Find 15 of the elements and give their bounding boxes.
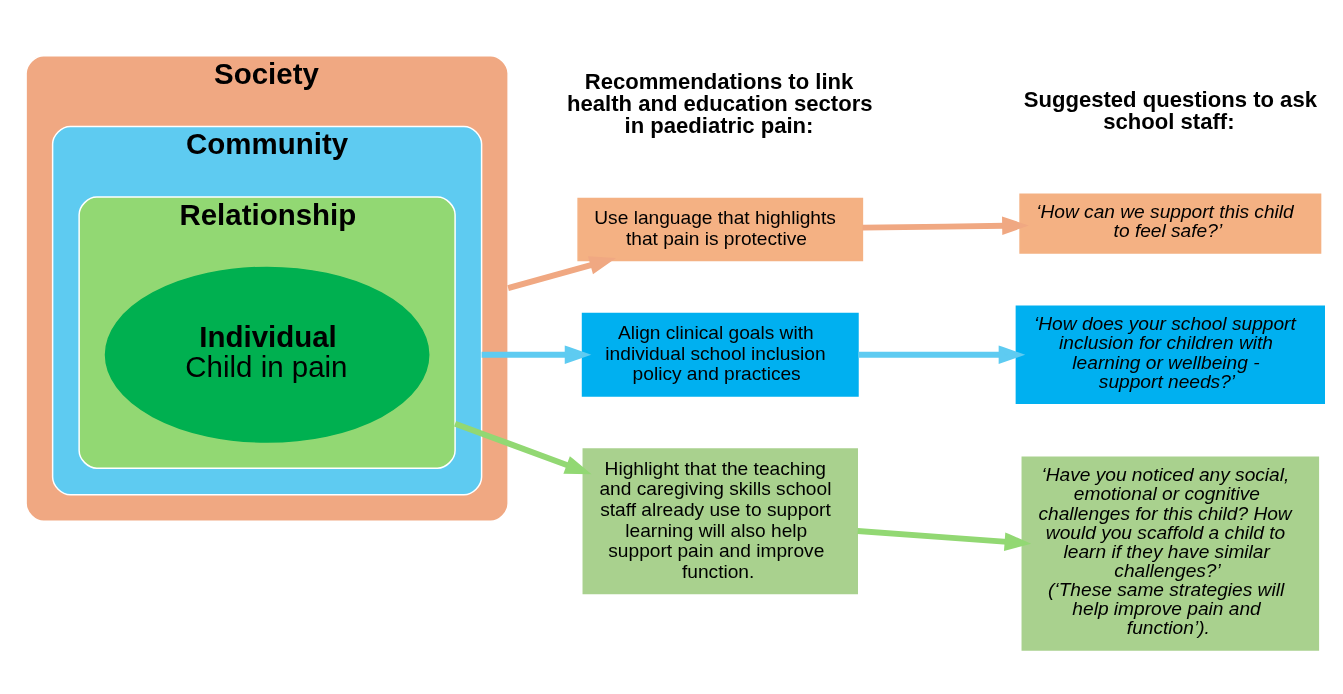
label: Recommendations to link health and education sectors in paediatric pain: [567,68,873,139]
node-box: Align clinical goals with individual school inclusion policy and practices [581,312,859,397]
arrow [858,345,1026,365]
node-box: ‘How can we support this child to feel safe?’ [1019,193,1322,254]
arrow [507,256,617,291]
arrow [862,216,1029,236]
label: Suggested questions to ask school staff: [1023,87,1317,135]
arrow [481,345,592,365]
arrow [857,528,1032,551]
node-box: ‘Have you noticed any social, emotional or cognitive challenges for this child? How would you scaffold a child to learn if they have similar challenges?’ (‘These same strategies will help improve pain and function’). [1021,456,1320,651]
node-ellipse: Individual Child in pain [104,266,430,443]
arrow [454,420,592,475]
node-box: Highlight that the teaching and caregiving skills school staff already use to support learning will also help support pain and improve function. [582,448,858,595]
node-box: Use language that highlights that pain is protective [577,197,864,262]
node-box: ‘How does your school support inclusion for children with learning or wellbeing - support needs?’ [1015,305,1325,405]
